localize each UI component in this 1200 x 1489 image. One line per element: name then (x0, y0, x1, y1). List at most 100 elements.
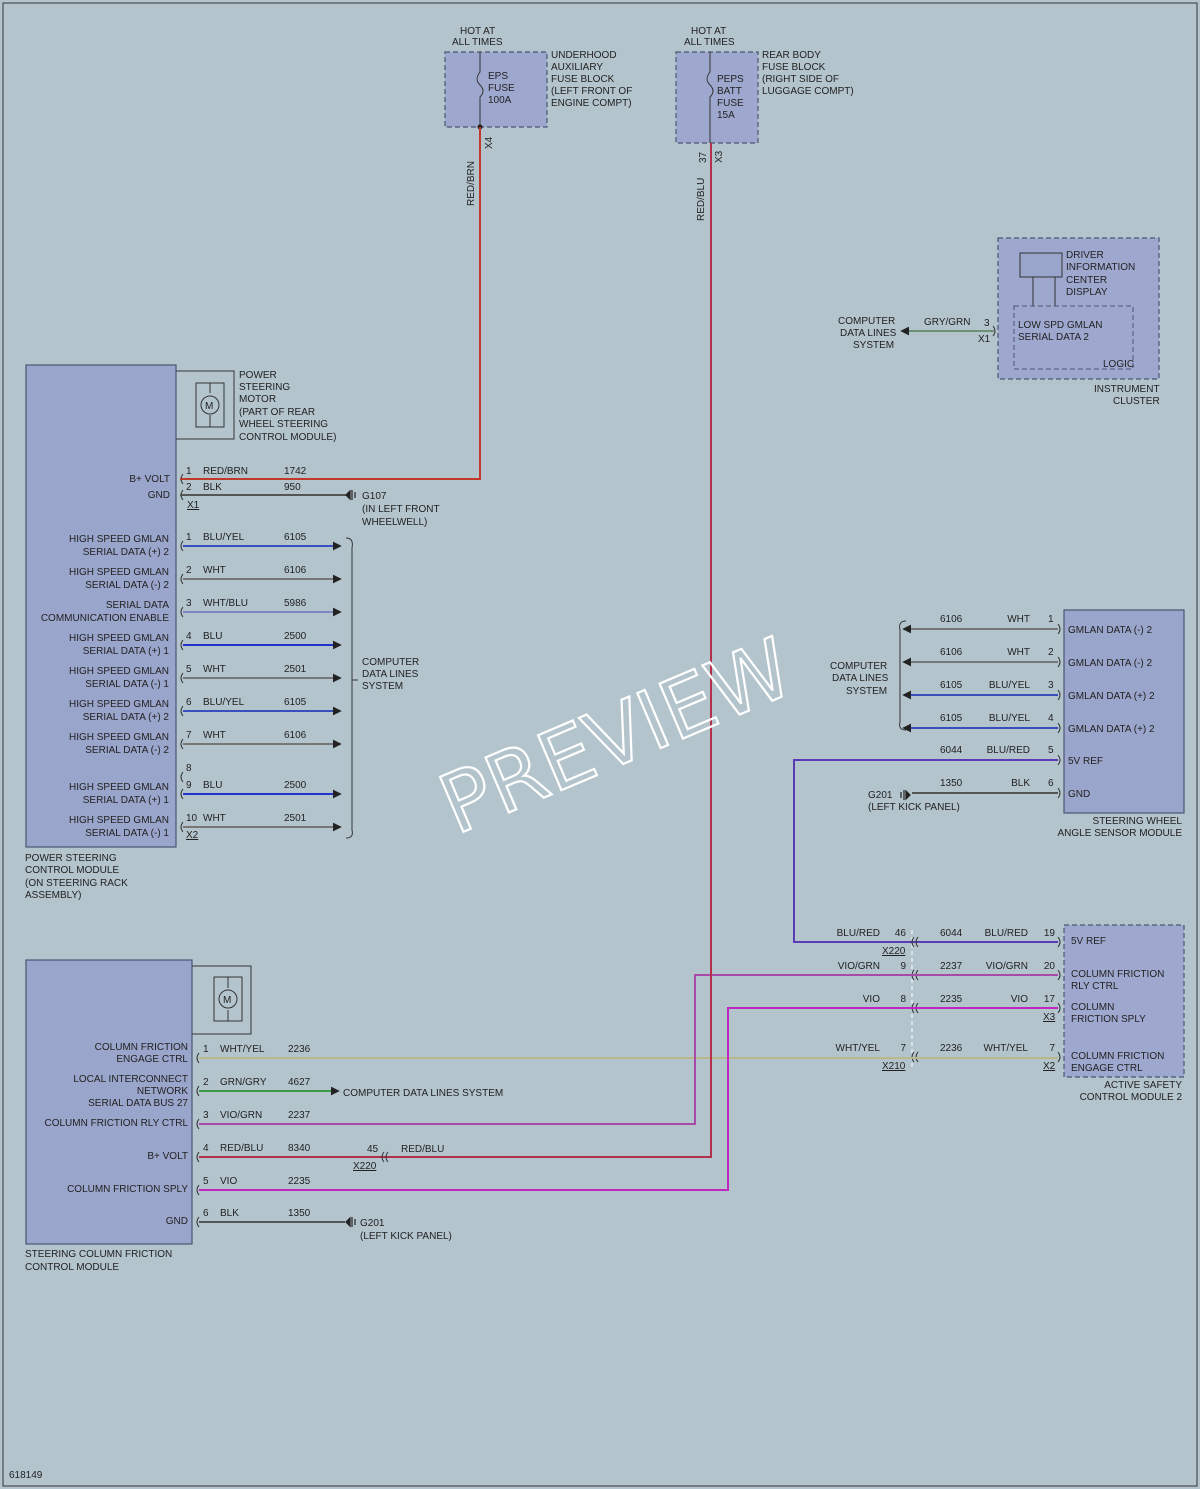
pscm-x1-connector: X1 (187, 500, 200, 511)
ic-display-2: INFORMATION (1066, 262, 1135, 273)
scfcm-name-2: CONTROL MODULE (25, 1262, 119, 1273)
swas-pin-color: BLU/YEL (989, 713, 1031, 724)
scfcm-terminal (196, 1151, 200, 1163)
rb-fuse-4: 15A (717, 110, 735, 121)
pscm-x1-color-1: RED/BRN (203, 466, 248, 477)
swas-dest-1: COMPUTER (830, 661, 887, 672)
rb-hot-1: HOT AT (691, 26, 726, 37)
ascm2-x2: X2 (1043, 1061, 1056, 1072)
ascm2-inline-color: VIO (863, 994, 880, 1005)
pscm-x2-label-b: SERIAL DATA (+) 2 (83, 712, 170, 723)
ascm2-color: VIO/GRN (986, 961, 1028, 972)
ascm2-circuit: 6044 (940, 928, 963, 939)
pscm-name-2: CONTROL MODULE (25, 865, 119, 876)
figure-id: 618149 (9, 1470, 43, 1481)
wire-1742-red-brn (180, 127, 481, 480)
pscm-x2-label-a: HIGH SPEED GMLAN (69, 782, 169, 793)
swas-pin-num: 3 (1048, 680, 1054, 691)
pscm-x2-color: WHT (203, 565, 226, 576)
swas-pin-label: GND (1068, 789, 1090, 800)
scfcm-terminal (196, 1216, 200, 1228)
swas-pin-circuit: 6105 (940, 713, 963, 724)
pscm-x2: COMPUTER DATA LINES SYSTEM X2 (186, 537, 419, 841)
scfcm-terminal (196, 1118, 200, 1130)
pscm-x2-pin: 5 (186, 664, 192, 675)
scfcm-circuit: 8340 (288, 1143, 311, 1154)
pscm-x2-circuit: 6106 (284, 730, 307, 741)
ascm2-inline-pin: 46 (895, 928, 907, 939)
swas-pin-label: GMLAN DATA (+) 2 (1068, 724, 1155, 735)
scfcm-label: COLUMN FRICTION RLY CTRL (44, 1118, 188, 1129)
swas-pin-label: GMLAN DATA (+) 2 (1068, 691, 1155, 702)
pscm-x2-color: WHT (203, 664, 226, 675)
ascm2-inline-connector: X220 (882, 946, 906, 957)
swas-terminal (1057, 722, 1061, 734)
pscm-box (25, 364, 177, 848)
pscm-x2-terminal (180, 771, 184, 783)
scfcm-g201-2: (LEFT KICK PANEL) (360, 1231, 452, 1242)
pscm-x2-pin: 4 (186, 631, 192, 642)
g201-scfcm-ground-icon (345, 1216, 356, 1228)
scfcm-pin: 1 (203, 1044, 209, 1055)
ascm2-module: ACTIVE SAFETY CONTROL MODULE 2 X3 X2 (911, 924, 1185, 1103)
pscm-x2-terminal (180, 672, 184, 684)
pscm-x2-terminal (180, 573, 184, 585)
pscm-name-3: (ON STEERING RACK (25, 878, 128, 889)
scfcm-name-1: STEERING COLUMN FRICTION (25, 1249, 172, 1260)
pscm-x1-label-1: B+ VOLT (129, 474, 170, 485)
swas-module: STEERING WHEEL ANGLE SENSOR MODULE COMPU… (830, 609, 1185, 839)
scfcm-circuit: 2236 (288, 1044, 311, 1055)
pscm-motor-6: CONTROL MODULE) (239, 432, 336, 443)
pscm-x2-color: WHT (203, 730, 226, 741)
swas-pin-circuit: 6106 (940, 647, 963, 658)
ascm2-inline-pin: 7 (900, 1043, 906, 1054)
swas-pin-color: BLK (1011, 778, 1030, 789)
pscm-x2-terminal (180, 705, 184, 717)
uh-fuse-3: 100A (488, 95, 512, 106)
ascm2-pin: 19 (1044, 928, 1056, 939)
ic-connector: X1 (978, 334, 991, 345)
preview-watermark: PREVIEW (427, 621, 806, 854)
uh-block-4: (LEFT FRONT OF (551, 86, 632, 97)
scfcm-color: VIO/GRN (220, 1110, 262, 1121)
scfcm-pin: 4 (203, 1143, 209, 1154)
scfcm-label-b: NETWORK (137, 1086, 188, 1097)
pscm-x2-label-b: SERIAL DATA (+) 1 (83, 795, 170, 806)
pscm-x2-label-b: SERIAL DATA (-) 1 (85, 679, 169, 690)
swas-g201-1: G201 (868, 790, 893, 801)
ascm2-label-a: 5V REF (1071, 936, 1106, 947)
swas-pin-num: 1 (1048, 614, 1054, 625)
pscm-x2-color: WHT (203, 813, 226, 824)
ic-dest-1: COMPUTER (838, 316, 895, 327)
rb-fuse-1: PEPS (717, 74, 744, 85)
pscm-x2-pin: 9 (186, 780, 192, 791)
swas-pin-color: BLU/RED (987, 745, 1030, 756)
uh-wire-color: RED/BRN (466, 161, 477, 206)
pscm-x2-terminal (180, 540, 184, 552)
scfcm-label-a: LOCAL INTERCONNECT (73, 1074, 188, 1085)
pscm-data-bracket (345, 537, 353, 839)
wire-6044-blu-red (793, 759, 1058, 943)
pscm-x2-color: BLU/YEL (203, 532, 245, 543)
ic-serial-1: LOW SPD GMLAN (1018, 320, 1102, 331)
ascm2-color: BLU/RED (985, 928, 1028, 939)
g201-swas-ground-icon (900, 789, 911, 801)
pscm-x1-circuit-2: 950 (284, 482, 301, 493)
swas-g201-2: (LEFT KICK PANEL) (868, 802, 960, 813)
swas-pin-num: 4 (1048, 713, 1054, 724)
uh-block-2: AUXILIARY (551, 62, 603, 73)
swas-pin-num: 5 (1048, 745, 1054, 756)
pscm-data-dest-2: DATA LINES (362, 669, 419, 680)
rb-block-4: LUGGAGE COMPT) (762, 86, 854, 97)
pscm-module: M POWER STEERING MOTOR (PART OF REAR WHE… (25, 364, 336, 901)
pscm-x2-pin: 10 (186, 813, 198, 824)
scfcm-label: COLUMN FRICTION SPLY (67, 1184, 188, 1195)
g107-1: G107 (362, 491, 387, 502)
peps-fuse-icon (706, 52, 714, 143)
pscm-x2-circuit: 2501 (284, 664, 307, 675)
ascm2-color: VIO (1011, 994, 1028, 1005)
ascm2-inline-term (911, 936, 919, 948)
pscm-x2-label-b: SERIAL DATA (-) 2 (85, 580, 169, 591)
